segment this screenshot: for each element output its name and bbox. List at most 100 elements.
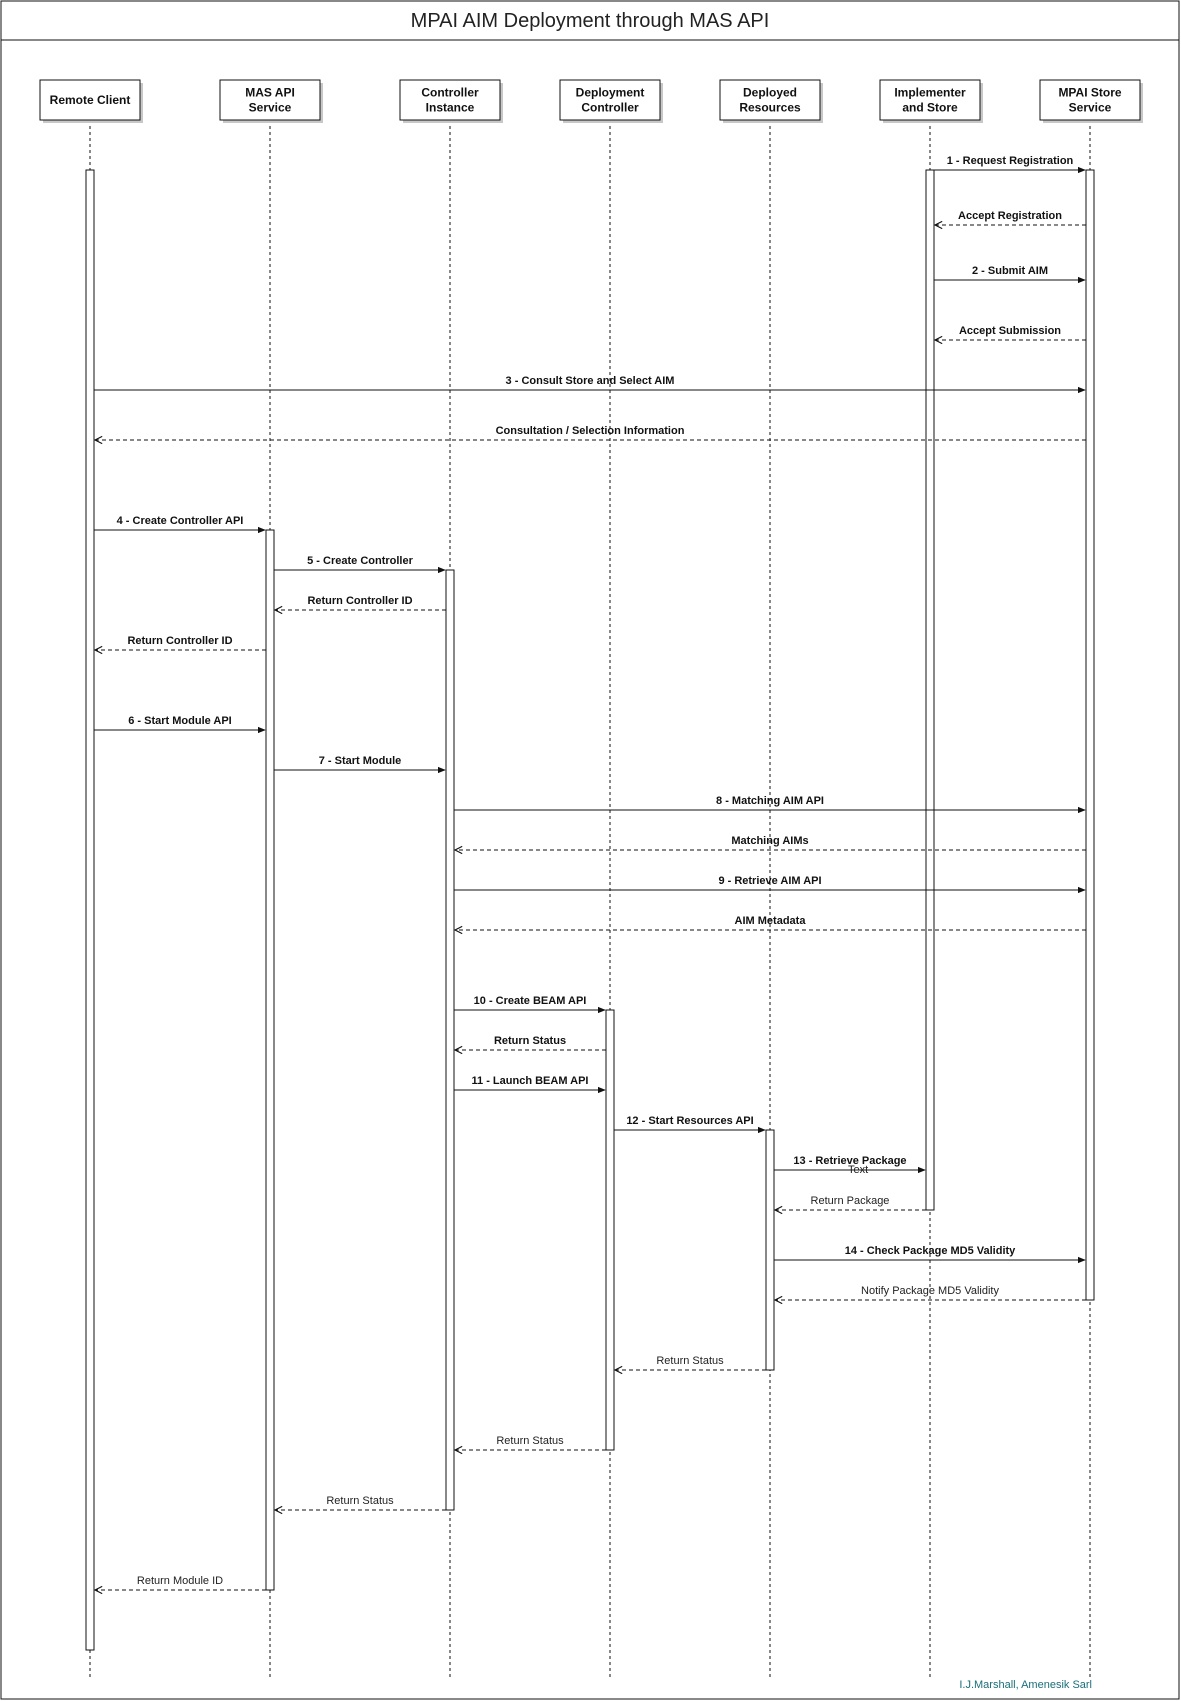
activation-bar-deployed_resources <box>765 1129 775 1371</box>
message-label: 8 - Matching AIM API <box>716 795 824 807</box>
participant-label: MAS API <box>245 86 295 100</box>
message-2: Accept Registration <box>935 210 1086 225</box>
lifelines-group <box>89 120 1091 1680</box>
message-28: Return Module ID <box>95 1575 266 1590</box>
message-label: Return Status <box>656 1355 724 1367</box>
message-8: 5 - Create Controller <box>274 555 446 574</box>
message-23: 14 - Check Package MD5 Validity <box>774 1245 1086 1264</box>
message-label: 7 - Start Module <box>319 755 402 767</box>
activation-bar-mas_api_service <box>265 529 275 1591</box>
message-5: 3 - Consult Store and Select AIM <box>94 375 1086 394</box>
message-label: 14 - Check Package MD5 Validity <box>845 1245 1016 1257</box>
message-19: 11 - Launch BEAM API <box>454 1075 606 1094</box>
participant-box <box>719 79 821 121</box>
message-label: 3 - Consult Store and Select AIM <box>506 375 675 387</box>
message-25: Return Status <box>615 1355 766 1370</box>
message-label: AIM Metadata <box>735 915 807 927</box>
message-14: Matching AIMs <box>455 835 1086 850</box>
activation-bar-deployment_controller <box>605 1009 615 1451</box>
message-label: Return Status <box>326 1495 394 1507</box>
activation-bar-mpai_store_service <box>1085 169 1095 1301</box>
participant-box <box>39 79 141 121</box>
participant-remote_client: Remote Client <box>39 79 143 123</box>
message-label: 2 - Submit AIM <box>972 265 1048 277</box>
participant-label: Service <box>249 101 292 115</box>
message-16: AIM Metadata <box>455 915 1086 930</box>
message-label: Accept Submission <box>959 325 1061 337</box>
message-label: 4 - Create Controller API <box>117 515 244 527</box>
message-label: Return Package <box>811 1195 890 1207</box>
credit-text: I.J.Marshall, Amenesik Sarl <box>959 1679 1092 1691</box>
message-label: 10 - Create BEAM API <box>474 995 587 1007</box>
message-13: 8 - Matching AIM API <box>454 795 1086 814</box>
participant-label: Controller <box>421 86 479 100</box>
message-label: Return Controller ID <box>127 635 232 647</box>
message-label: Return Controller ID <box>307 595 412 607</box>
message-6: Consultation / Selection Information <box>95 425 1086 440</box>
activation-bars-group <box>85 169 1095 1651</box>
message-26: Return Status <box>455 1435 606 1450</box>
message-label: 11 - Launch BEAM API <box>472 1075 589 1087</box>
diagram-title: MPAI AIM Deployment through MAS API <box>411 10 770 32</box>
message-12: 7 - Start Module <box>274 755 446 774</box>
participant-box <box>399 79 501 121</box>
message-10: Return Controller ID <box>95 635 266 650</box>
message-label: Notify Package MD5 Validity <box>861 1285 999 1297</box>
message-27: Return Status <box>275 1495 446 1510</box>
message-label: 5 - Create Controller <box>307 555 413 567</box>
message-label: Consultation / Selection Information <box>496 425 685 437</box>
participant-label: Controller <box>581 101 639 115</box>
participant-label: Remote Client <box>50 93 131 107</box>
message-label: 6 - Start Module API <box>128 715 232 727</box>
participant-label: Instance <box>426 101 475 115</box>
participant-box <box>879 79 981 121</box>
message-1: 1 - Request Registration <box>934 155 1086 174</box>
message-24: Notify Package MD5 Validity <box>775 1285 1086 1300</box>
message-7: 4 - Create Controller API <box>94 515 266 534</box>
participant-label: Implementer <box>894 86 966 100</box>
message-20: 12 - Start Resources API <box>614 1115 766 1134</box>
participant-label: and Store <box>902 101 958 115</box>
participant-box <box>559 79 661 121</box>
activation-bar-remote_client <box>85 169 95 1651</box>
activation-bar-controller_instance <box>445 569 455 1511</box>
participant-box <box>219 79 321 121</box>
message-label: Return Status <box>496 1435 564 1447</box>
participant-label: Resources <box>739 101 801 115</box>
message-label: 9 - Retrieve AIM API <box>718 875 821 887</box>
message-label: 12 - Start Resources API <box>626 1115 753 1127</box>
message-17: 10 - Create BEAM API <box>454 995 606 1014</box>
activation-bar-implementer_store <box>925 169 935 1211</box>
message-11: 6 - Start Module API <box>94 715 266 734</box>
participant-label: Deployed <box>743 86 797 100</box>
participant-label: MPAI Store <box>1058 86 1121 100</box>
message-label: Matching AIMs <box>731 835 808 847</box>
message-15: 9 - Retrieve AIM API <box>454 875 1086 894</box>
message-21: 13 - Retrieve Package <box>774 1155 926 1174</box>
message-22: Return Package <box>775 1195 926 1210</box>
stray-text-label: Text <box>848 1164 868 1176</box>
participant-box <box>1039 79 1141 121</box>
message-18: Return Status <box>455 1035 606 1050</box>
participant-label: Deployment <box>576 86 645 100</box>
message-4: Accept Submission <box>935 325 1086 340</box>
message-label: 1 - Request Registration <box>947 155 1074 167</box>
message-9: Return Controller ID <box>275 595 446 610</box>
message-3: 2 - Submit AIM <box>934 265 1086 284</box>
message-label: Accept Registration <box>958 210 1062 222</box>
message-label: Return Module ID <box>137 1575 223 1587</box>
message-label: 13 - Retrieve Package <box>793 1155 906 1167</box>
message-label: Return Status <box>494 1035 566 1047</box>
participant-label: Service <box>1069 101 1112 115</box>
